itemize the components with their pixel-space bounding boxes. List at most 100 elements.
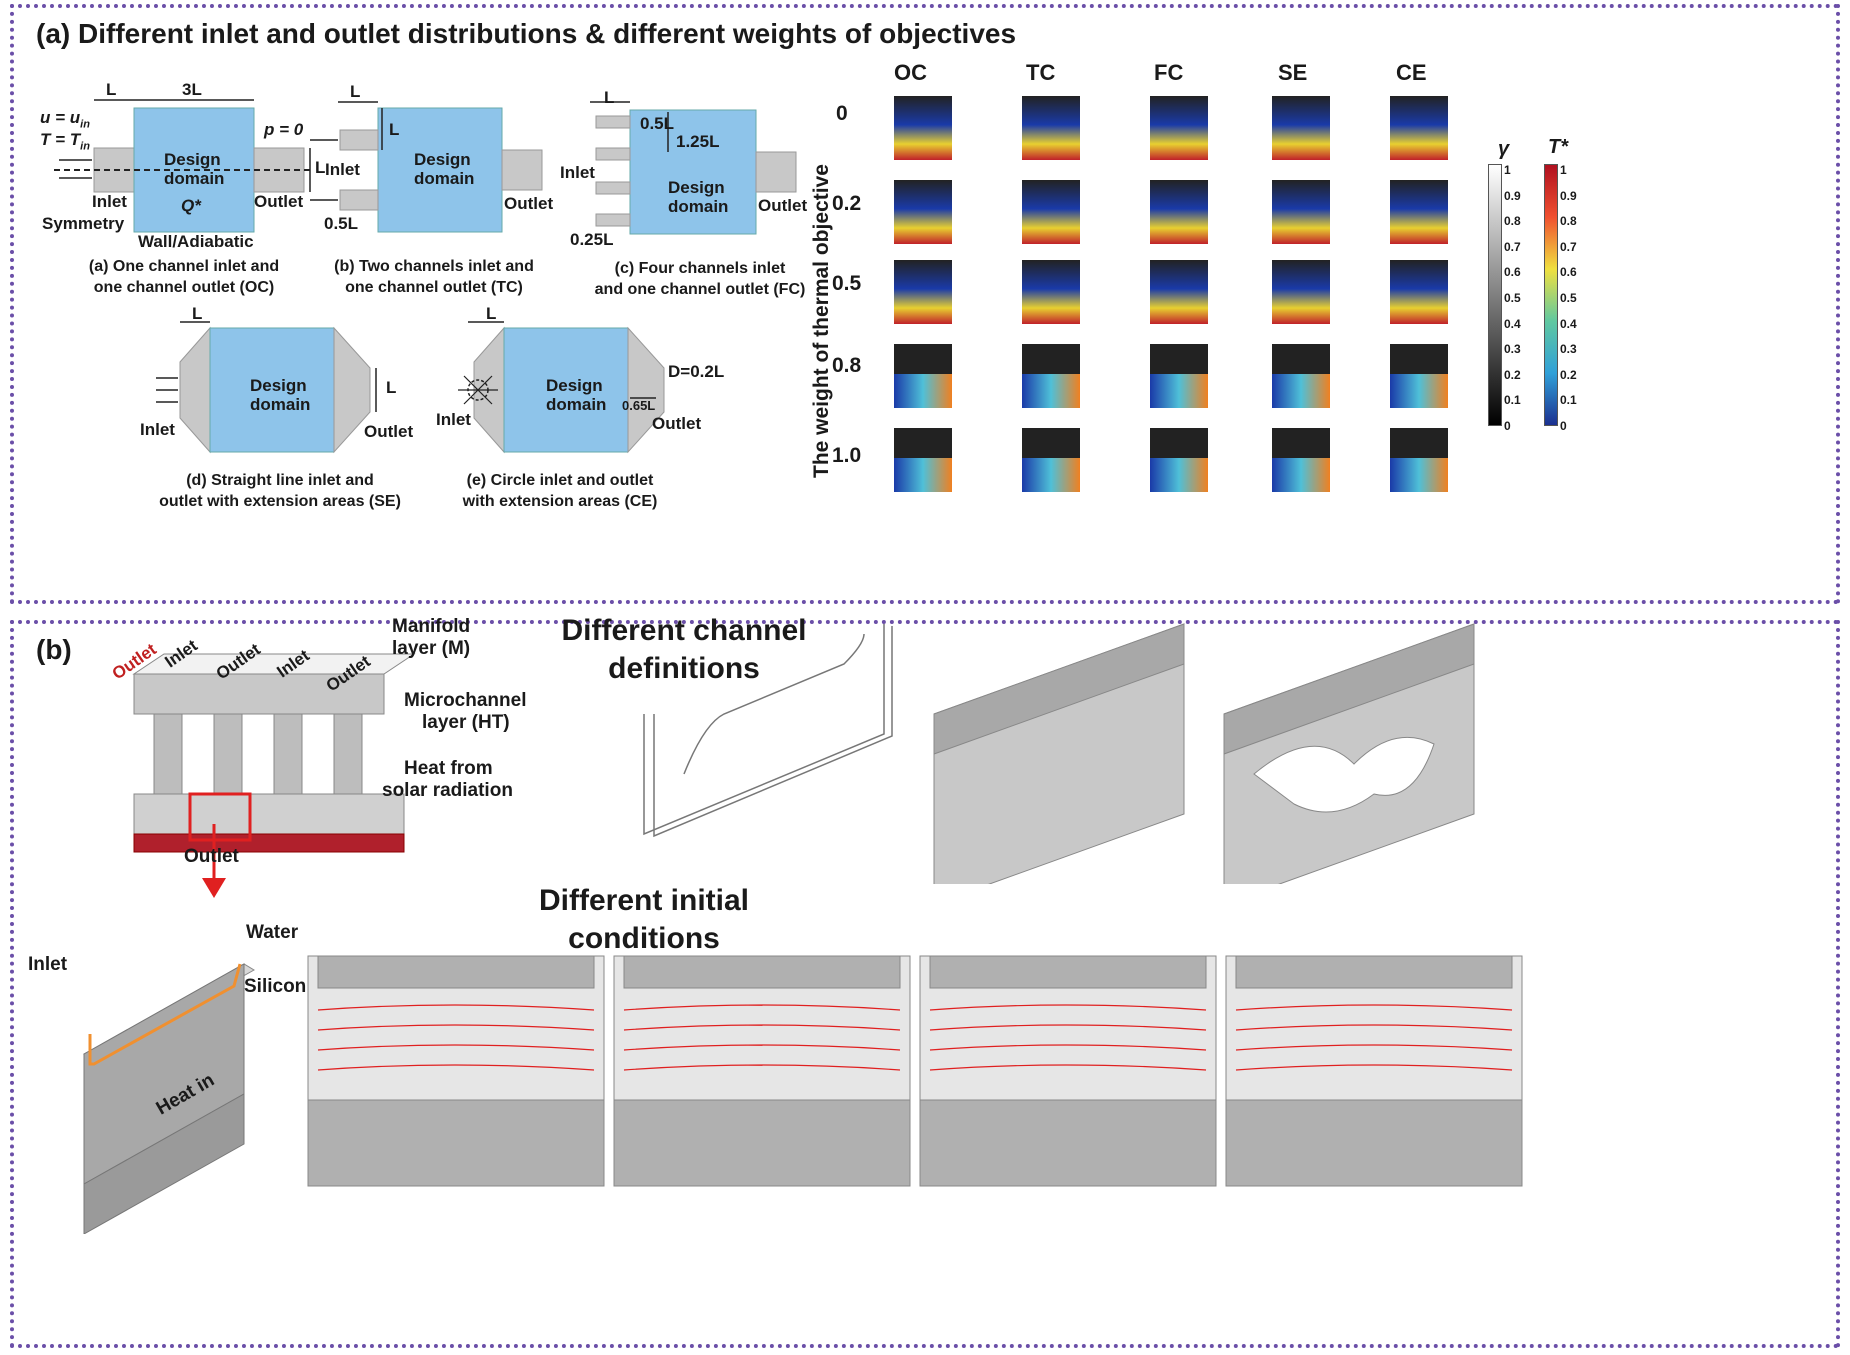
ic-render-2 (613, 955, 911, 1187)
panel-b: (b) Outlet Inlet Outlet Inlet Outlet Man… (10, 614, 1840, 1348)
fc-len-L: L (604, 88, 615, 107)
tc-len-05L: 0.5L (324, 214, 359, 233)
t-symbol: T* (1548, 136, 1568, 158)
tc-diagram (310, 101, 543, 233)
oc-inlet-u: u = uin (40, 108, 90, 131)
tc-len-L-side: L (389, 120, 400, 139)
oc-domain-1: Design (164, 150, 221, 169)
ce-len-065L: 0.65L (622, 398, 656, 413)
row-02: 0.2 (832, 192, 862, 215)
t-colorbar (1544, 164, 1558, 426)
unit-cell-diagram (83, 963, 255, 1234)
col-fc: FC (1154, 60, 1184, 85)
topology-thumbnails (894, 96, 1448, 492)
uc-silicon: Silicon (244, 976, 307, 997)
ce-outlet: Outlet (652, 414, 702, 433)
oc-len-L: L (106, 80, 117, 99)
uc-water: Water (246, 922, 299, 943)
oc-len-L-right: L (315, 158, 326, 177)
gamma-colorbar (1488, 164, 1502, 426)
panel-a-title: (a) Different inlet and outlet distribut… (36, 18, 1017, 49)
tc-domain-2: domain (414, 169, 475, 188)
row-08: 0.8 (832, 354, 862, 377)
fc-outlet: Outlet (758, 196, 808, 215)
se-diagram (156, 321, 377, 454)
manifold-label-2: layer (M) (392, 638, 471, 659)
thumb-row-1 (894, 180, 1448, 244)
tc-len-L: L (350, 82, 361, 101)
fc-inlet: Inlet (560, 163, 595, 182)
oc-diagram (54, 99, 314, 233)
thumb-row-0 (894, 96, 1448, 160)
col-oc: OC (894, 60, 927, 85)
ce-domain-1: Design (546, 376, 603, 395)
se-domain-2: domain (250, 395, 311, 414)
se-len-L: L (192, 304, 203, 323)
micro-label-2: layer (HT) (422, 712, 510, 733)
grid-axis-label: The weight of thermal objective (810, 164, 833, 478)
fc-len-025L: 0.25L (570, 230, 614, 249)
thumb-row-4 (894, 428, 1448, 492)
oc-inlet-t: T = Tin (40, 130, 90, 153)
oc-len-3L: 3L (182, 80, 202, 99)
ce-diagram (458, 321, 665, 454)
col-se: SE (1278, 60, 1308, 85)
channel-defs-renders (643, 623, 1475, 884)
gamma-symbol: γ (1498, 138, 1510, 160)
row-10: 1.0 (832, 444, 862, 467)
oc-outlet: Outlet (254, 192, 304, 211)
panel-b-title: (b) (36, 634, 72, 665)
oc-p0: p = 0 (264, 120, 304, 139)
thumb-row-2 (894, 260, 1448, 324)
render-1 (643, 624, 893, 838)
fc-domain-1: Design (668, 178, 725, 197)
row-05: 0.5 (832, 272, 862, 295)
ic-render-4 (1225, 955, 1523, 1187)
ce-d-label: D=0.2L (668, 362, 725, 381)
ce-domain-2: domain (546, 395, 607, 414)
render-3 (1223, 623, 1475, 884)
oc-q: Q* (181, 196, 201, 215)
oc-wall: Wall/Adiabatic (138, 232, 254, 251)
oc-symmetry: Symmetry (42, 214, 125, 233)
se-inlet: Inlet (140, 420, 175, 439)
se-len-L-side: L (386, 378, 397, 397)
initial-cond-renders (307, 955, 1523, 1187)
heat-label-1: Heat from (404, 758, 493, 779)
tc-outlet: Outlet (504, 194, 554, 213)
down-arrow-icon (202, 824, 226, 898)
heat-sink-diagram (132, 653, 416, 853)
col-ce: CE (1396, 60, 1427, 85)
tc-inlet: Inlet (325, 160, 360, 179)
ic-render-1 (307, 955, 605, 1187)
panel-a: (a) Different inlet and outlet distribut… (10, 4, 1840, 604)
oc-inlet: Inlet (92, 192, 127, 211)
row-0: 0 (836, 102, 848, 125)
se-outlet: Outlet (364, 422, 414, 441)
heat-label-2: solar radiation (382, 780, 513, 801)
manifold-label-1: Manifold (392, 616, 471, 637)
oc-domain-2: domain (164, 169, 225, 188)
fc-len-05L: 0.5L (640, 114, 675, 133)
fc-domain-2: domain (668, 197, 729, 216)
micro-label-1: Microchannel (404, 690, 527, 711)
fc-len-125L: 1.25L (676, 132, 720, 151)
fc-diagram (590, 101, 797, 235)
ce-inlet: Inlet (436, 410, 471, 429)
se-domain-1: Design (250, 376, 307, 395)
col-tc: TC (1026, 60, 1056, 85)
thumb-row-3 (894, 344, 1448, 408)
uc-inlet: Inlet (28, 954, 68, 975)
render-2 (933, 623, 1185, 884)
ce-len-L: L (486, 304, 497, 323)
ic-render-3 (919, 955, 1217, 1187)
